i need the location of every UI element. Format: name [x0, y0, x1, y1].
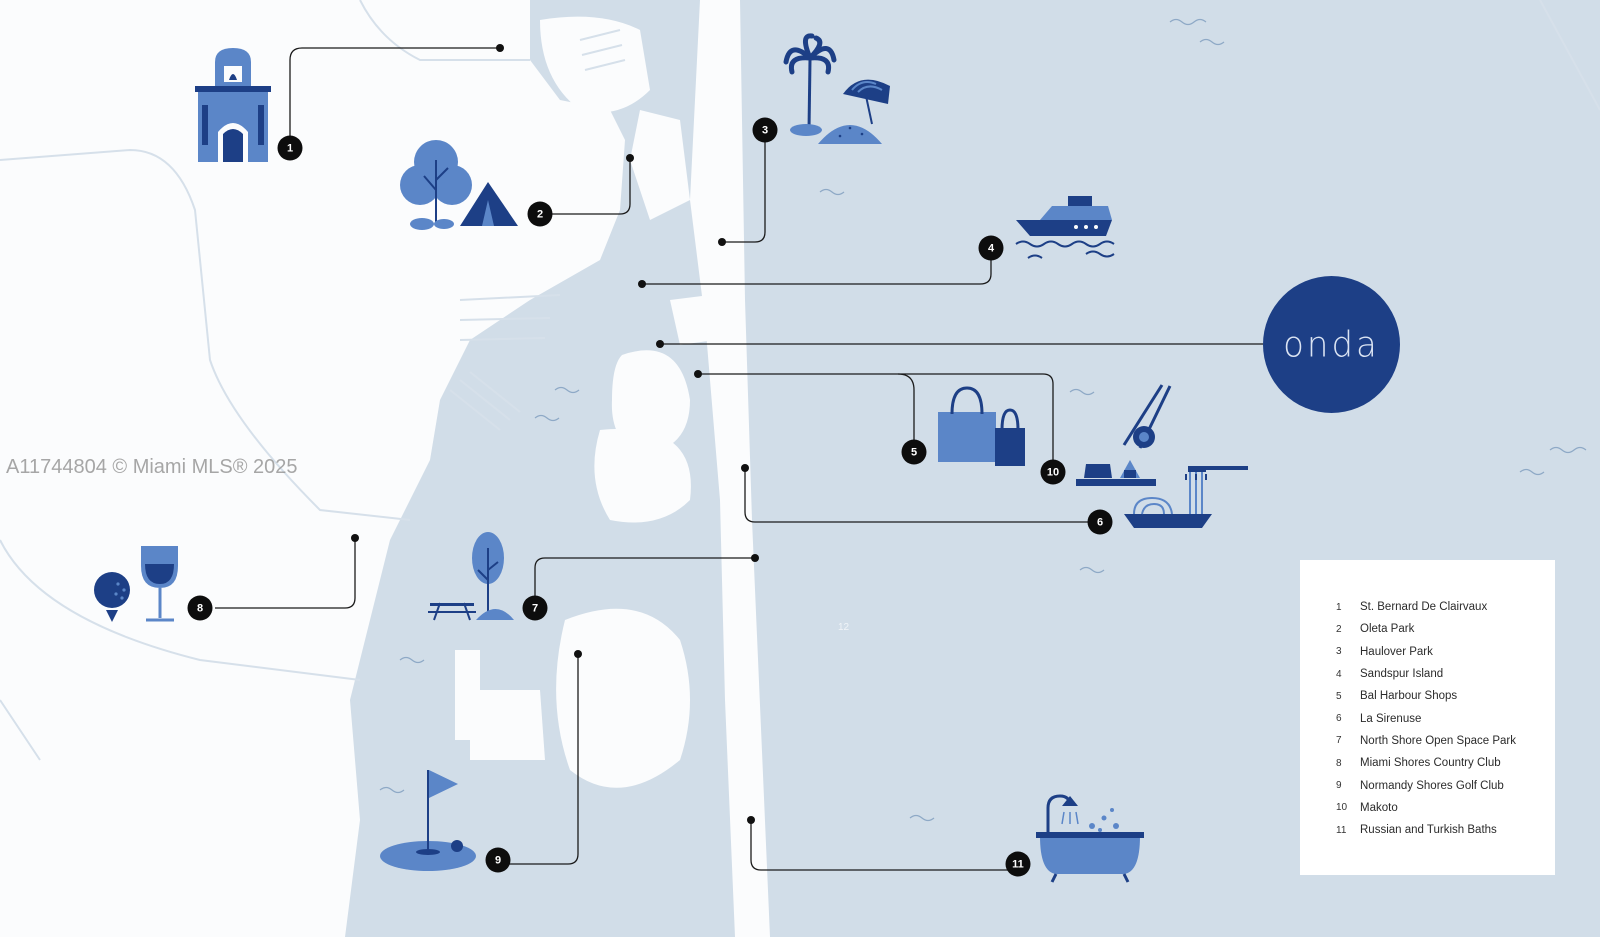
legend-item: 3 Haulover Park: [1336, 641, 1555, 663]
marker-3[interactable]: 3: [752, 117, 778, 143]
pasta-icon: [1124, 466, 1248, 528]
road-grid-2: [449, 371, 521, 431]
mls-watermark: A11744804 © Miami MLS® 2025: [6, 456, 298, 478]
palm-tree-icon: [783, 33, 837, 136]
legend-item: 9 Normandy Shores Golf Club: [1336, 774, 1555, 796]
tent-icon: [460, 182, 518, 226]
legend-item: 6 La Sirenuse: [1336, 707, 1555, 729]
map-label-12: 12: [838, 622, 850, 633]
road-diagonal: [1539, 0, 1600, 111]
golf-flag-icon: [380, 770, 476, 871]
legend: 1 St. Bernard De Clairvaux 2 Oleta Park 3 H…: [1300, 560, 1555, 875]
island-docks: [470, 690, 545, 760]
legend-item: 2 Oleta Park: [1336, 618, 1555, 640]
bathtub-icon: [1036, 794, 1144, 883]
legend-num: 7: [1336, 735, 1342, 747]
island-north: [611, 350, 690, 455]
picnic-table-icon: [428, 532, 514, 621]
legend-num: 9: [1336, 780, 1342, 792]
onda-logo-badge[interactable]: onda: [1263, 276, 1400, 413]
leader-endpoints: [351, 44, 759, 824]
legend-label: La Sirenuse: [1360, 712, 1422, 725]
legend-label: Normandy Shores Golf Club: [1360, 779, 1504, 792]
legend-item: 11 Russian and Turkish Baths: [1336, 819, 1555, 841]
legend-num: 8: [1336, 757, 1342, 769]
legend-item: 8 Miami Shores Country Club: [1336, 752, 1555, 774]
legend-label: Sandspur Island: [1360, 668, 1444, 681]
legend-label: St. Bernard De Clairvaux: [1360, 601, 1488, 614]
legend-num: 3: [1336, 646, 1342, 658]
sushi-icon: [1076, 384, 1172, 486]
marker-4[interactable]: 4: [978, 235, 1004, 261]
legend-item: 7 North Shore Open Space Park: [1336, 730, 1555, 752]
waves: [379, 18, 1587, 822]
marker-9[interactable]: 9: [485, 847, 511, 873]
church-icon: [195, 48, 271, 162]
legend-num: 4: [1336, 668, 1342, 680]
tree-icon: [400, 140, 472, 230]
legend-item: 4 Sandspur Island: [1336, 663, 1555, 685]
barrier-island: [690, 0, 770, 937]
road-southwest: [0, 539, 361, 681]
legend-label: Russian and Turkish Baths: [1360, 824, 1497, 837]
marker-8[interactable]: 8: [187, 595, 213, 621]
wine-glass-icon: [141, 546, 178, 622]
leader-lines: [215, 47, 1263, 871]
island-mid: [594, 428, 691, 523]
shopping-bags-icon: [938, 386, 1025, 466]
legend-num: 2: [1336, 623, 1342, 635]
road-south: [0, 699, 41, 761]
marker-10[interactable]: 10: [1040, 459, 1066, 485]
yacht-icon: [1015, 196, 1115, 259]
legend-num: 1: [1336, 601, 1342, 613]
marina-3: [670, 295, 715, 345]
marker-6[interactable]: 6: [1087, 509, 1113, 535]
marker-7[interactable]: 7: [522, 595, 548, 621]
legend-num: 11: [1336, 824, 1347, 836]
marker-2[interactable]: 2: [527, 201, 553, 227]
island-docks-2: [455, 650, 480, 740]
legend-item: 1 St. Bernard De Clairvaux: [1336, 596, 1555, 618]
onda-logo: onda: [1283, 323, 1380, 366]
legend-label: Miami Shores Country Club: [1360, 757, 1501, 770]
golf-ball-icon: [94, 572, 130, 622]
road-grid-1: [459, 294, 561, 341]
legend-label: Haulover Park: [1360, 645, 1433, 658]
beach-umbrella-icon: [818, 79, 890, 144]
legend-label: North Shore Open Space Park: [1360, 734, 1516, 747]
marker-5[interactable]: 5: [901, 439, 927, 465]
legend-label: Makoto: [1360, 801, 1398, 814]
island-south: [556, 608, 690, 788]
road-west-curve: [0, 148, 411, 521]
marina-2: [630, 110, 690, 220]
legend-item: 10 Makoto: [1336, 797, 1555, 819]
marker-11[interactable]: 11: [1005, 851, 1031, 877]
legend-num: 10: [1336, 802, 1348, 814]
road-marina-grid: [579, 29, 626, 71]
legend-label: Bal Harbour Shops: [1360, 690, 1458, 703]
marker-1[interactable]: 1: [277, 135, 303, 161]
road-north: [359, 0, 530, 61]
legend-item: 5 Bal Harbour Shops: [1336, 685, 1555, 707]
legend-num: 5: [1336, 690, 1342, 702]
legend-label: Oleta Park: [1360, 623, 1415, 636]
legend-num: 6: [1336, 713, 1342, 725]
marina-north: [540, 16, 650, 113]
